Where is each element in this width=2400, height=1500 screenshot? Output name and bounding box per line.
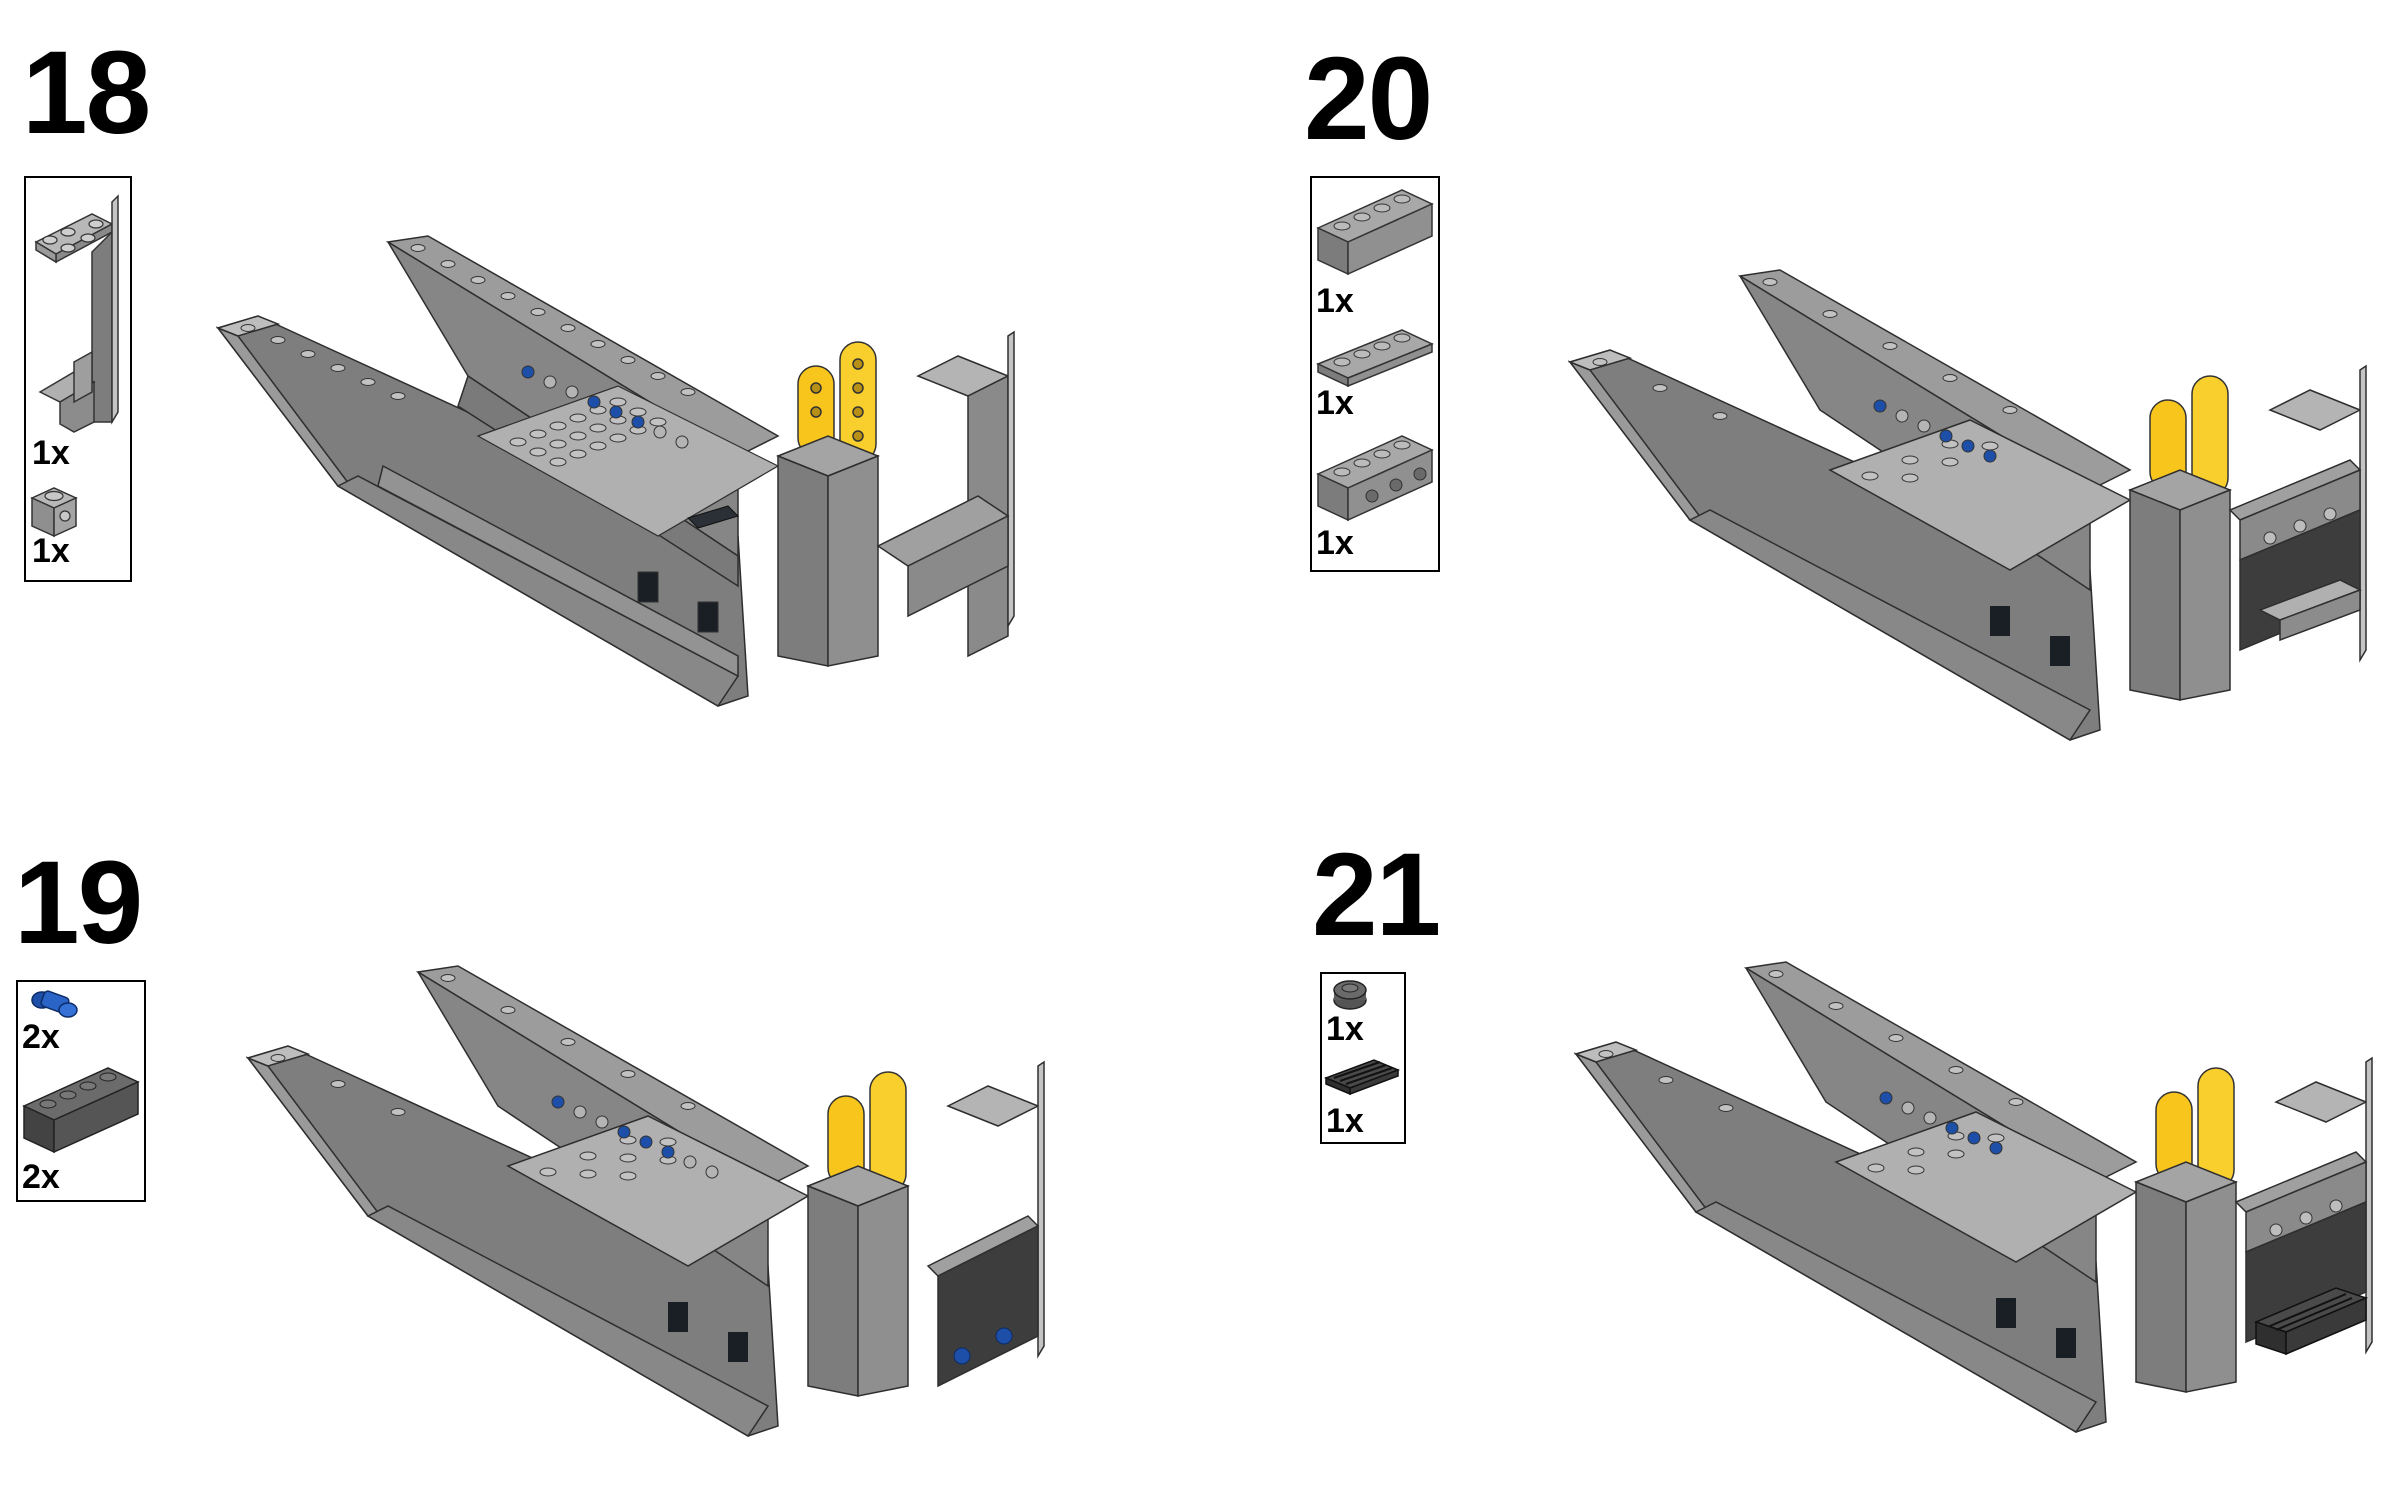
model-blue-pins	[953, 1327, 1013, 1365]
step-number: 21	[1312, 829, 1441, 961]
model-bracket-right	[876, 330, 1015, 658]
dark-gray-brick-1x4-icon	[22, 1064, 140, 1154]
part-quantity: 1x	[1316, 524, 1354, 562]
part-quantity: 1x	[1326, 1102, 1364, 1140]
model-studs	[240, 244, 696, 467]
plate-1x4-icon	[1316, 326, 1434, 388]
part-quantity: 1x	[1316, 282, 1354, 320]
parts-list: 1x 1x	[24, 176, 132, 582]
technic-brick-1x4-icon	[1316, 432, 1434, 522]
model-black-tiles	[637, 571, 719, 633]
blue-technic-pin-icon	[28, 988, 84, 1028]
assembly-model-image	[245, 965, 1068, 1446]
model-hull-outer	[215, 315, 749, 708]
assembly-model-image	[215, 235, 1038, 716]
step-21: 21 1x 1x	[1200, 750, 2400, 1500]
brick-1x1-with-stud-on-side-icon	[30, 484, 82, 538]
parts-list: 1x 1x	[1320, 972, 1406, 1144]
model-tower-block	[775, 435, 881, 667]
step-number: 20	[1304, 33, 1433, 165]
step-20: 20 1x 1x	[1200, 0, 2400, 750]
bracket-plate-piece-icon	[34, 192, 124, 433]
step-number: 18	[22, 27, 151, 159]
step-number: 19	[14, 837, 143, 969]
parts-list: 2x 2x	[16, 980, 146, 1202]
parts-list: 1x 1x	[1310, 176, 1440, 572]
part-quantity: 1x	[1316, 384, 1354, 422]
part-quantity: 1x	[32, 532, 70, 570]
model-grille-tile	[2253, 1287, 2369, 1356]
part-quantity: 1x	[1326, 1010, 1364, 1048]
brick-1x4-icon	[1316, 186, 1434, 276]
part-quantity: 2x	[22, 1018, 60, 1056]
part-quantity: 2x	[22, 1158, 60, 1196]
step-18: 18 1x	[0, 0, 1200, 750]
assembly-model-image	[1573, 961, 2396, 1442]
grille-tile-1x2-icon	[1323, 1056, 1401, 1096]
part-quantity: 1x	[32, 434, 70, 472]
model-technic-holes	[521, 365, 689, 449]
assembly-model-image	[1567, 269, 2390, 750]
model-dark-gear	[687, 505, 739, 529]
round-plate-1x1-icon	[1330, 978, 1370, 1014]
step-19: 19 2x 2x	[0, 750, 1200, 1500]
